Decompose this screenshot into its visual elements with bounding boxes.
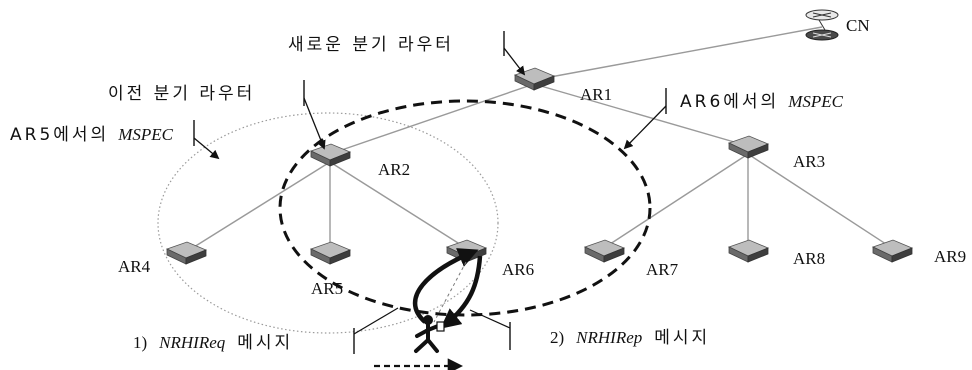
node-label-ar8: AR8 (793, 249, 825, 268)
label-nrhirep-message: 2) NRHIRep 메시지 (550, 328, 710, 348)
pointer-old-branch-router (303, 97, 326, 150)
router-ar7-icon (584, 239, 625, 263)
router-ar8-icon (728, 239, 769, 263)
node-label-ar9: AR9 (934, 247, 966, 266)
link-ar2-ar6 (329, 161, 467, 249)
label-nrhirep-num: 2) (550, 328, 564, 347)
label-ar6-mspec: AR6에서의 MSPEC (680, 92, 844, 112)
pointer-nrhirep (469, 309, 511, 329)
ar6-mspec-region (278, 99, 652, 317)
router-ar4-icon (166, 241, 207, 265)
mobile-old-link (433, 261, 467, 323)
label-ar5-mspec: AR5에서의 MSPEC (10, 125, 174, 145)
label-ar6-mspec-prefix: AR6에서의 (680, 92, 779, 112)
node-label-ar4: AR4 (118, 257, 151, 276)
pointer-nrhireq (353, 307, 399, 335)
link-ar2-ar4 (185, 161, 331, 253)
label-nrhireq-suffix: 메시지 (237, 333, 293, 353)
label-nrhirep-suffix: 메시지 (654, 328, 710, 348)
label-ar5-mspec-prefix: AR5에서의 (10, 125, 109, 145)
router-ar3-icon (728, 135, 769, 159)
link-ar3-ar7 (603, 153, 749, 249)
label-nrhireq-message: 1) NRHIReq 메시지 (133, 333, 293, 353)
router-ar1-icon (514, 67, 555, 91)
label-nrhirep-name: NRHIRep (575, 328, 642, 347)
link-ar1-cn (533, 26, 823, 81)
router-ar9-icon (872, 239, 913, 263)
label-ar5-mspec-term: MSPEC (117, 125, 173, 144)
node-label-ar5: AR5 (311, 279, 343, 298)
link-ar1-ar3 (533, 83, 749, 147)
nrhirep-path-arrow (440, 255, 483, 329)
router-ar5-icon (310, 241, 351, 265)
label-old-branch-router: 이전 분기 라우터 (108, 84, 255, 104)
node-label-cn: CN (846, 16, 870, 35)
label-nrhireq-name: NRHIReq (158, 333, 226, 352)
label-new-branch-router: 새로운 분기 라우터 (288, 35, 454, 55)
pointer-new-branch-router (503, 47, 526, 76)
nrhireq-path-arrow (412, 248, 479, 324)
pointer-ar6-mspec (623, 105, 667, 150)
pointer-ar5-mspec (193, 137, 220, 160)
link-ar3-ar9 (747, 153, 893, 249)
router-ar2-icon (310, 143, 351, 167)
mobile-node-icon (414, 315, 445, 353)
node-label-ar1: AR1 (580, 85, 612, 104)
network-links (185, 26, 893, 253)
label-nrhireq-num: 1) (133, 333, 147, 352)
node-label-ar2: AR2 (378, 160, 410, 179)
node-label-ar7: AR7 (646, 260, 679, 279)
ar5-mspec-region (157, 112, 499, 334)
cn-node-icon (805, 9, 839, 41)
node-label-ar3: AR3 (793, 152, 825, 171)
node-label-ar6: AR6 (502, 260, 534, 279)
link-ar1-ar2 (329, 83, 535, 155)
label-ar6-mspec-term: MSPEC (787, 92, 843, 111)
